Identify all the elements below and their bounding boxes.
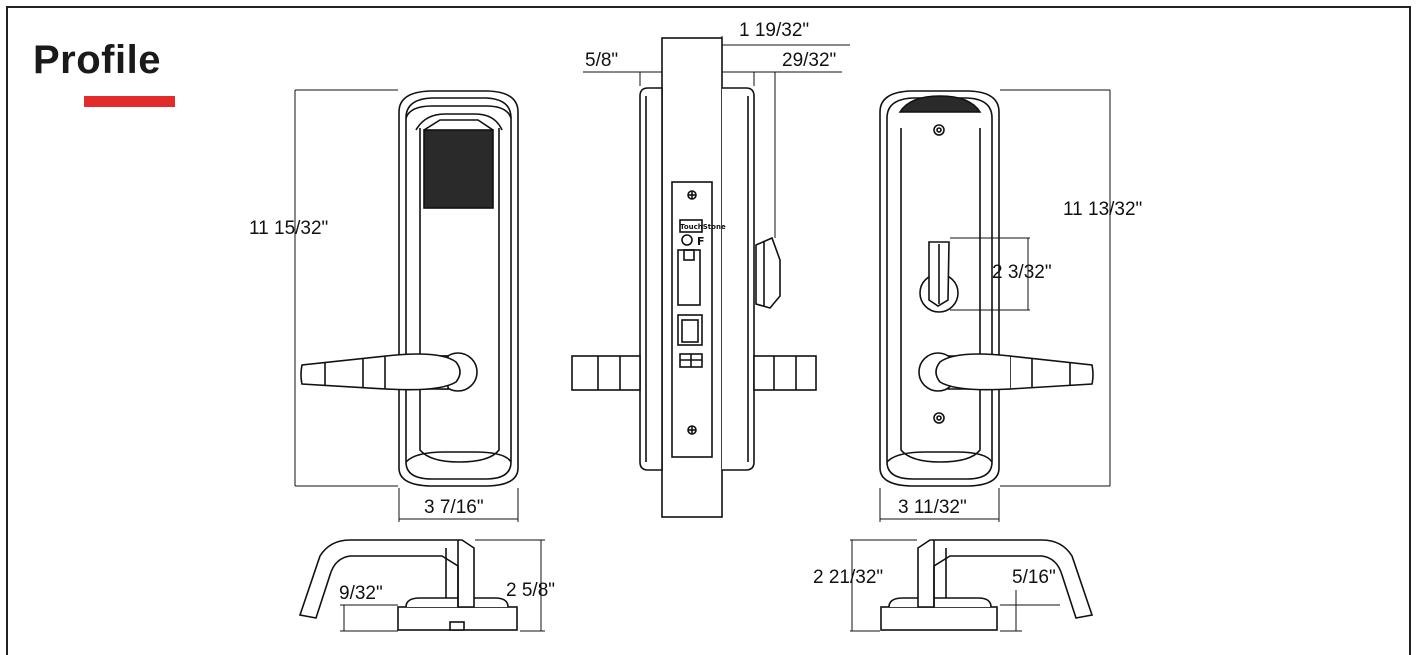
- dim-side-inner-plate: 29/32": [782, 50, 836, 71]
- dim-side-outer-plate: 5/8": [585, 50, 618, 71]
- right-handle-top-view: [880, 539, 1094, 631]
- page-title: Profile: [33, 38, 161, 82]
- left-handle-top-view: [298, 539, 518, 631]
- dim-back-thumbturn: 2 3/32": [992, 262, 1052, 283]
- front-lever-handle: [300, 352, 478, 392]
- dim-left-handle-projection: 2 5/8": [506, 580, 555, 601]
- side-view: [571, 37, 817, 518]
- dim-right-handle-projection: 2 21/32": [813, 567, 883, 588]
- dim-front-height: 11 15/32": [249, 218, 328, 239]
- mortise-listing-mark: F: [697, 235, 705, 248]
- back-view: [879, 90, 1000, 487]
- back-lever-handle: [918, 352, 1094, 392]
- dim-left-handle-offset: 9/32": [339, 583, 383, 604]
- mortise-brand-label: TouchStone: [680, 223, 726, 231]
- dim-back-width: 3 11/32": [898, 497, 967, 518]
- dim-side-thickness: 1 19/32": [739, 20, 809, 41]
- front-view: [398, 90, 519, 487]
- dimension-lines: [294, 36, 1111, 632]
- dim-front-width: 3 7/16": [424, 497, 484, 518]
- dim-back-height: 11 13/32": [1063, 199, 1142, 220]
- title-underline: [84, 96, 175, 107]
- dim-right-handle-offset: 5/16": [1012, 567, 1056, 588]
